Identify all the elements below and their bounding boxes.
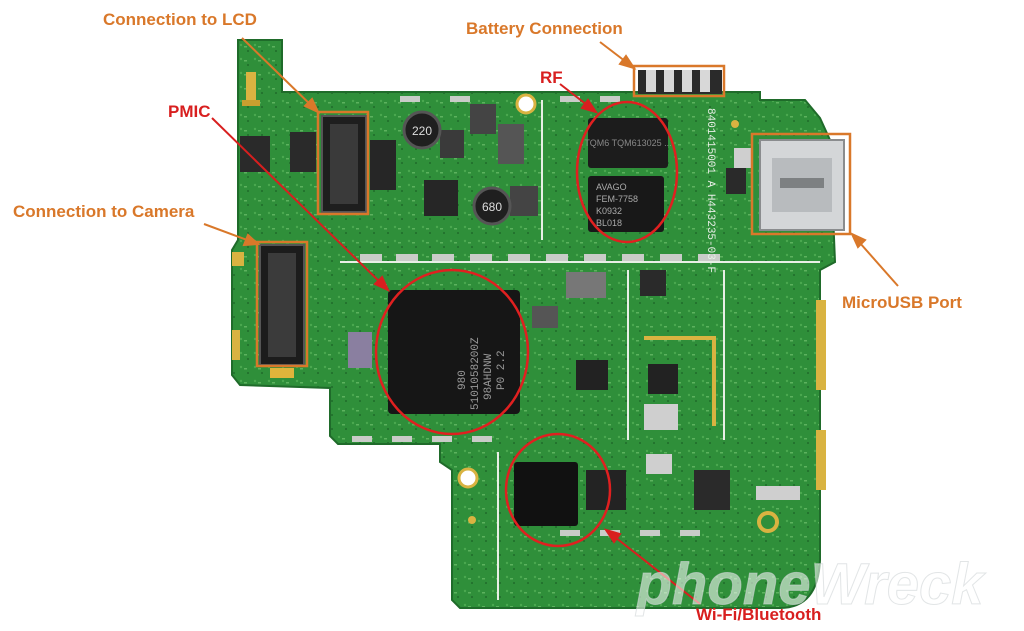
lcd-connector-highlight xyxy=(316,110,370,216)
small-chip xyxy=(734,148,752,168)
antenna-pin-base xyxy=(242,100,260,106)
small-chip xyxy=(648,364,678,394)
mounting-hole xyxy=(757,511,779,533)
battery-connection-label: Battery Connection xyxy=(466,19,623,38)
rf-highlight xyxy=(575,100,679,244)
pmic-chip-text: 980 xyxy=(457,370,469,390)
small-chip xyxy=(510,186,538,216)
gold-pad xyxy=(270,368,294,378)
gold-trace xyxy=(712,336,716,426)
board-code: 8401415001 A H443235-03-F xyxy=(704,108,716,273)
inductor-label: 220 xyxy=(412,124,432,138)
rf-chip-top-text: TQM6 TQM613025 ... xyxy=(584,138,671,148)
rf-chip-top xyxy=(588,118,668,168)
small-chip xyxy=(440,130,464,158)
gold-tab xyxy=(232,330,240,360)
pmic-chip-text: P0 2.2 xyxy=(496,350,508,390)
inductor xyxy=(472,186,512,226)
rf-chip-text: FEM-7758 xyxy=(596,194,638,204)
battery-connector-pins xyxy=(646,70,710,92)
pmic-chip xyxy=(388,290,520,414)
rf-chip-bottom xyxy=(588,176,664,232)
mounting-hole xyxy=(457,467,479,489)
pmic-chip-text: 5101058200Z xyxy=(470,337,482,410)
camera-connection-label: Connection to Camera xyxy=(13,202,195,221)
small-chip xyxy=(640,270,666,296)
small-chip xyxy=(532,306,558,328)
pmic-highlight xyxy=(374,268,530,436)
wifi-bluetooth-label: Wi-Fi/Bluetooth xyxy=(696,605,822,624)
microusb-port-highlight xyxy=(750,132,852,236)
small-chip xyxy=(470,104,496,134)
gold-edge xyxy=(816,300,826,390)
lcd-connector-pins xyxy=(330,124,358,204)
small-chip xyxy=(576,360,608,390)
gold-edge xyxy=(816,430,826,490)
small-chip xyxy=(424,180,458,216)
crystal xyxy=(644,404,678,430)
wifi-highlight xyxy=(504,432,612,548)
via xyxy=(731,120,739,128)
pmic-chip-text: 98AHDNW xyxy=(483,353,495,400)
small-chip xyxy=(566,272,606,298)
leader-lines xyxy=(203,37,899,287)
inductor xyxy=(402,110,442,150)
small-chip xyxy=(586,470,626,510)
small-chip xyxy=(240,136,270,172)
rf-label: RF xyxy=(540,68,563,87)
pad-row xyxy=(352,96,720,536)
pad-strip xyxy=(756,486,800,500)
small-chip xyxy=(694,470,730,510)
small-chip xyxy=(498,124,524,164)
lcd-connection-label: Connection to LCD xyxy=(103,10,257,29)
crystal xyxy=(646,454,672,474)
gold-trace xyxy=(644,336,716,340)
small-chip xyxy=(726,168,746,194)
via xyxy=(468,516,476,524)
microusb-port-label: MicroUSB Port xyxy=(842,293,962,312)
antenna-pin xyxy=(246,72,256,102)
wifi-chip xyxy=(514,462,578,526)
watermark: phoneWreck xyxy=(634,552,986,617)
small-chip xyxy=(290,132,316,172)
mounting-hole xyxy=(515,93,537,115)
camera-connector-highlight xyxy=(255,240,309,368)
leader-lines-red xyxy=(211,83,701,605)
pmic-label: PMIC xyxy=(168,102,211,121)
small-chip xyxy=(348,332,372,368)
small-chip xyxy=(370,140,396,190)
gold-tab xyxy=(232,252,244,266)
inductor-label: 680 xyxy=(482,200,502,214)
microusb-tongue xyxy=(780,178,824,188)
camera-connector-pins xyxy=(268,253,296,357)
rf-chip-text: BL018 xyxy=(596,218,622,228)
rf-chip-text: K0932 xyxy=(596,206,622,216)
battery-connector-highlight xyxy=(632,64,726,98)
rf-chip-text: AVAGO xyxy=(596,182,627,192)
silkscreen xyxy=(340,100,820,600)
